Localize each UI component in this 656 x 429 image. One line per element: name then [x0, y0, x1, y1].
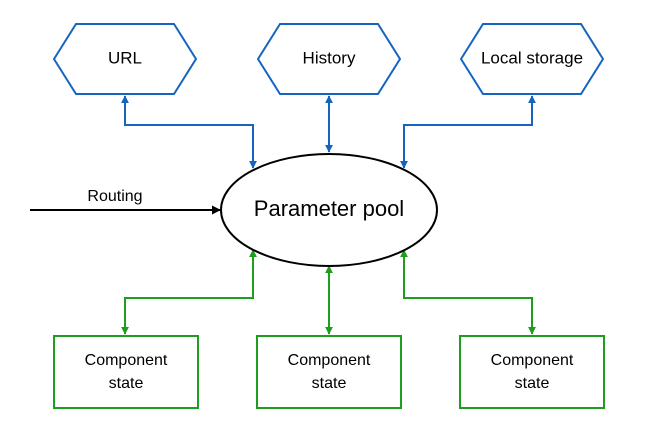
component-state-line1: Component [85, 352, 168, 369]
source-history: History [256, 23, 402, 95]
source-local-storage: Local storage [459, 23, 605, 95]
parameter-pool-node: Parameter pool [220, 153, 438, 267]
component-state-left: Component state [53, 335, 199, 409]
component-state-center: Component state [256, 335, 402, 409]
component-state-right: Component state [459, 335, 605, 409]
hexagon-icon [459, 23, 605, 95]
parameter-pool-label: Parameter pool [254, 196, 404, 221]
hexagon-icon [52, 23, 198, 95]
component-state-line2: state [109, 375, 144, 392]
source-label-history: History [303, 48, 356, 67]
component-state-box [53, 335, 199, 409]
component-state-box [256, 335, 402, 409]
url-connector [121, 95, 257, 169]
parameter-pool-ellipse [220, 153, 438, 267]
component-state-line1: Component [288, 352, 371, 369]
source-label-local-storage: Local storage [481, 48, 583, 67]
routing-label: Routing [87, 188, 142, 205]
hexagon-icon [256, 23, 402, 95]
component-state-line2: state [312, 375, 347, 392]
state-left-connector [121, 249, 257, 335]
state-connectors [121, 249, 536, 335]
source-label-url: URL [108, 48, 142, 67]
source-connectors [121, 95, 536, 169]
state-right-connector [400, 249, 536, 335]
routing-edge: Routing [30, 188, 221, 215]
local-storage-connector [400, 95, 536, 169]
component-state-line2: state [515, 375, 550, 392]
source-url: URL [52, 23, 198, 95]
component-state-box [459, 335, 605, 409]
component-state-line1: Component [491, 352, 574, 369]
